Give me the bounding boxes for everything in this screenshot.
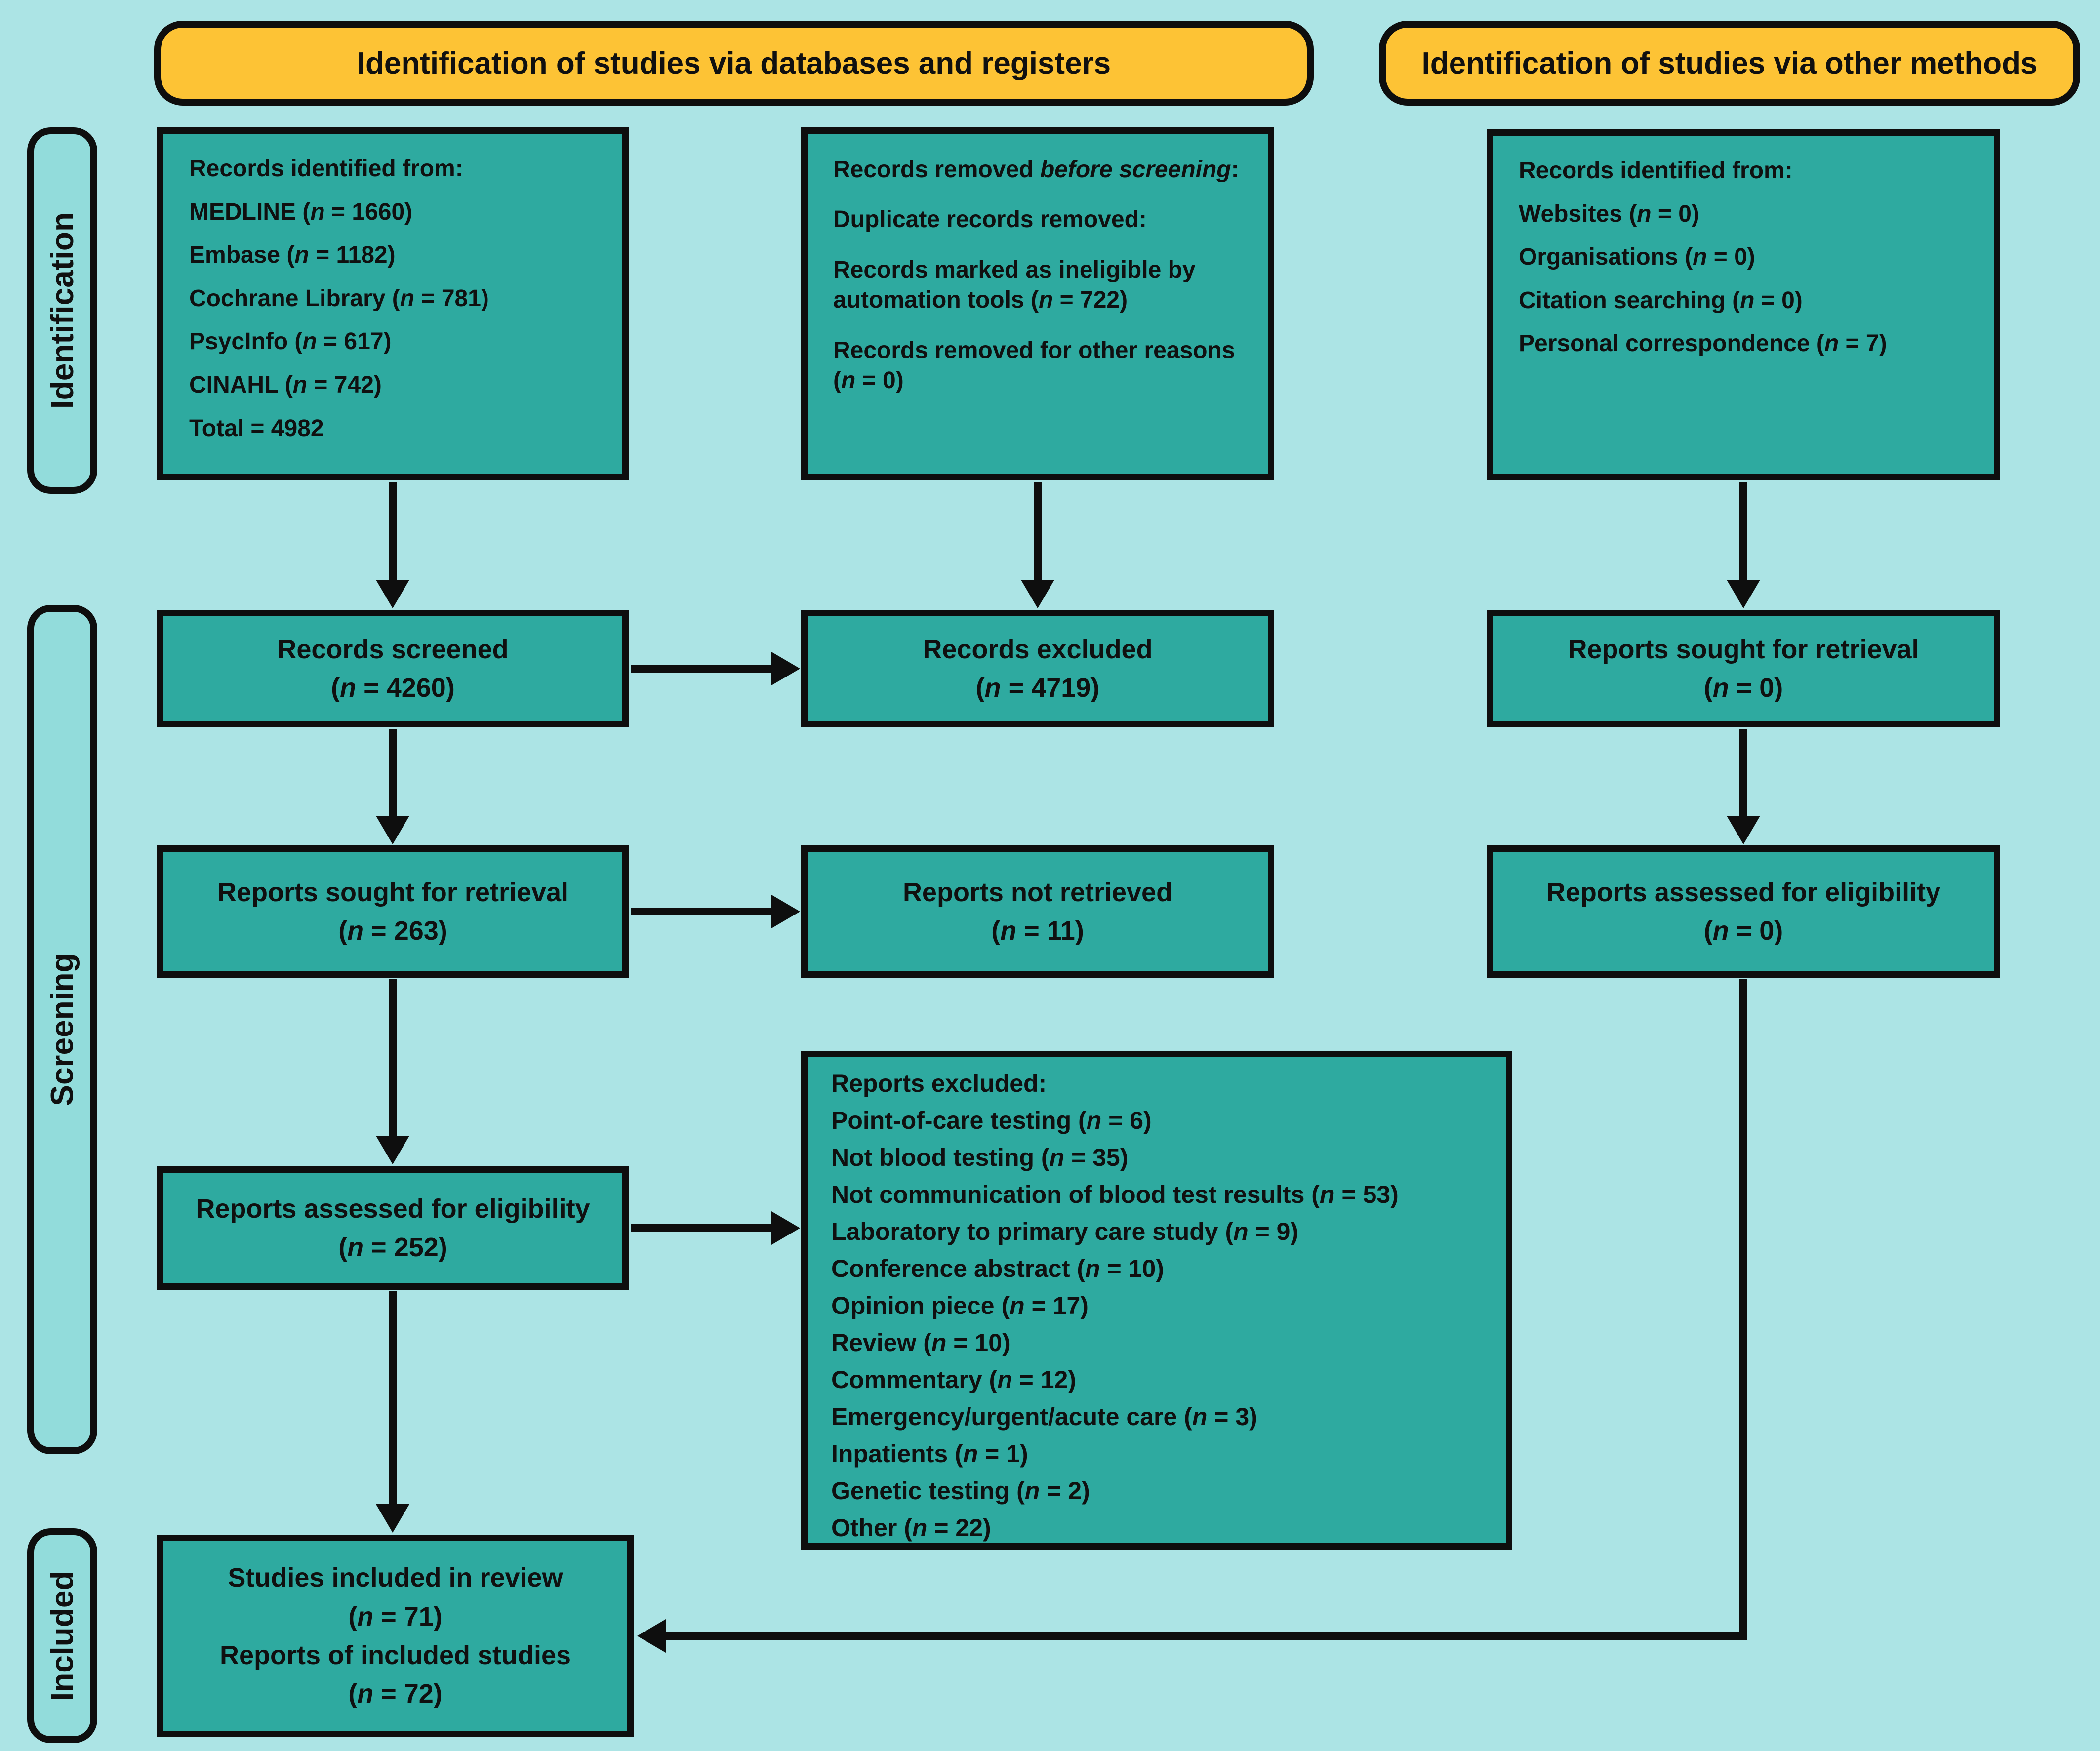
box-reports-excluded-reasons: Reports excluded: Point-of-care testing (… [801,1051,1512,1550]
box-line: Laboratory to primary care study (n = 9) [831,1218,1299,1245]
stage-label-identification-text: Identification [44,212,80,409]
box-line: Reports assessed for eligibility [1546,877,1941,907]
stage-label-identification: Identification [27,127,97,494]
box-line: Commentary (n = 12) [831,1366,1076,1393]
box-line: Reports of included studies [219,1640,571,1670]
box-line: Reports sought for retrieval [217,877,569,907]
header-other-methods: Identification of studies via other meth… [1379,21,2080,106]
arrow-assessed-to-excluded-reasons [631,1211,800,1245]
arrow-sought-other-to-assessed [1727,729,1760,844]
stage-label-screening: Screening [27,605,97,1454]
arrow-removed-down [1021,482,1054,608]
box-reports-assessed-other: Reports assessed for eligibility (n = 0) [1487,845,2000,978]
box-reports-assessed-databases: Reports assessed for eligibility (n = 252… [157,1166,629,1290]
box-line: Total = 4982 [189,415,324,441]
box-line: Reports excluded: [831,1070,1047,1097]
box-line: Records screened [277,634,509,664]
header-databases-registers: Identification of studies via databases … [154,21,1314,106]
box-line: Records excluded [923,634,1153,664]
box-line: Personal correspondence (n = 7) [1519,330,1887,357]
box-line: Records identified from: [1519,158,1793,184]
box-line: (n = 263) [338,916,447,946]
arrow-sought-to-assessed [376,979,409,1164]
box-reports-sought-other: Reports sought for retrieval (n = 0) [1487,610,2000,727]
box-records-removed-before-screening: Records removed before screening: Duplica… [801,127,1274,480]
arrow-screened-to-excluded [631,652,800,685]
box-records-identified-other: Records identified from: Websites (n = 0)… [1487,129,2000,480]
arrow-screened-to-sought [376,729,409,844]
box-line: Review (n = 10) [831,1329,1010,1356]
box-line: Inpatients (n = 1) [831,1440,1028,1468]
box-line: Reports assessed for eligibility [196,1194,590,1224]
box-line: Conference abstract (n = 10) [831,1255,1164,1282]
box-records-screened: Records screened (n = 4260) [157,610,629,727]
box-studies-included: Studies included in review (n = 71) Report… [157,1535,634,1737]
box-line: (n = 0) [1703,673,1783,703]
box-reports-sought-databases: Reports sought for retrieval (n = 263) [157,845,629,978]
box-line: Duplicate records removed: [833,206,1147,233]
box-reports-not-retrieved: Reports not retrieved (n = 11) [801,845,1274,978]
box-line: Reports not retrieved [902,877,1173,907]
box-line: Cochrane Library (n = 781) [189,285,489,312]
box-line: (n = 72) [348,1679,443,1709]
stage-label-included: Included [27,1528,97,1743]
arrow-assessed-other-to-included [637,979,1747,1653]
box-line: Records removed for other reasons (n = 0… [833,337,1235,394]
stage-label-included-text: Included [44,1570,80,1701]
box-line: Other (n = 22) [831,1514,991,1542]
box-line: (n = 4719) [975,673,1100,703]
box-records-excluded: Records excluded (n = 4719) [801,610,1274,727]
arrow-assessed-to-included [376,1291,409,1533]
box-line: Embase (n = 1182) [189,242,396,269]
box-line: MEDLINE (n = 1660) [189,199,413,225]
stage-label-screening-text: Screening [44,953,80,1106]
box-line: Not communication of blood test results … [831,1181,1399,1208]
arrow-identified-other-down [1727,482,1760,608]
arrow-sought-to-not-retrieved [631,895,800,928]
box-line: Citation searching (n = 0) [1519,287,1803,314]
box-line: Websites (n = 0) [1519,200,1699,227]
box-line: Not blood testing (n = 35) [831,1144,1129,1171]
box-line: Reports sought for retrieval [1568,634,1919,664]
box-line: (n = 71) [348,1601,443,1632]
box-line: Point-of-care testing (n = 6) [831,1107,1152,1134]
box-line: Records marked as ineligible by automati… [833,256,1196,314]
box-line: Organisations (n = 0) [1519,244,1755,271]
box-records-identified-databases: Records identified from: MEDLINE (n = 166… [157,127,629,480]
box-line: (n = 4260) [331,673,455,703]
box-line: CINAHL (n = 742) [189,371,382,398]
box-line: Records removed before screening: [833,157,1239,183]
box-line: Studies included in review [228,1563,563,1593]
box-line: Emergency/urgent/acute care (n = 3) [831,1403,1257,1431]
box-line: Opinion piece (n = 17) [831,1292,1089,1319]
box-line: Genetic testing (n = 2) [831,1477,1090,1505]
arrow-identified-db-to-screened [376,482,409,608]
box-line: (n = 11) [991,916,1084,946]
header-other-label: Identification of studies via other meth… [1421,46,2038,80]
box-line: (n = 252) [338,1233,447,1262]
box-line: PsycInfo (n = 617) [189,328,392,355]
box-line: Records identified from: [189,156,463,182]
header-databases-label: Identification of studies via databases … [357,46,1111,80]
box-line: (n = 0) [1703,916,1783,946]
